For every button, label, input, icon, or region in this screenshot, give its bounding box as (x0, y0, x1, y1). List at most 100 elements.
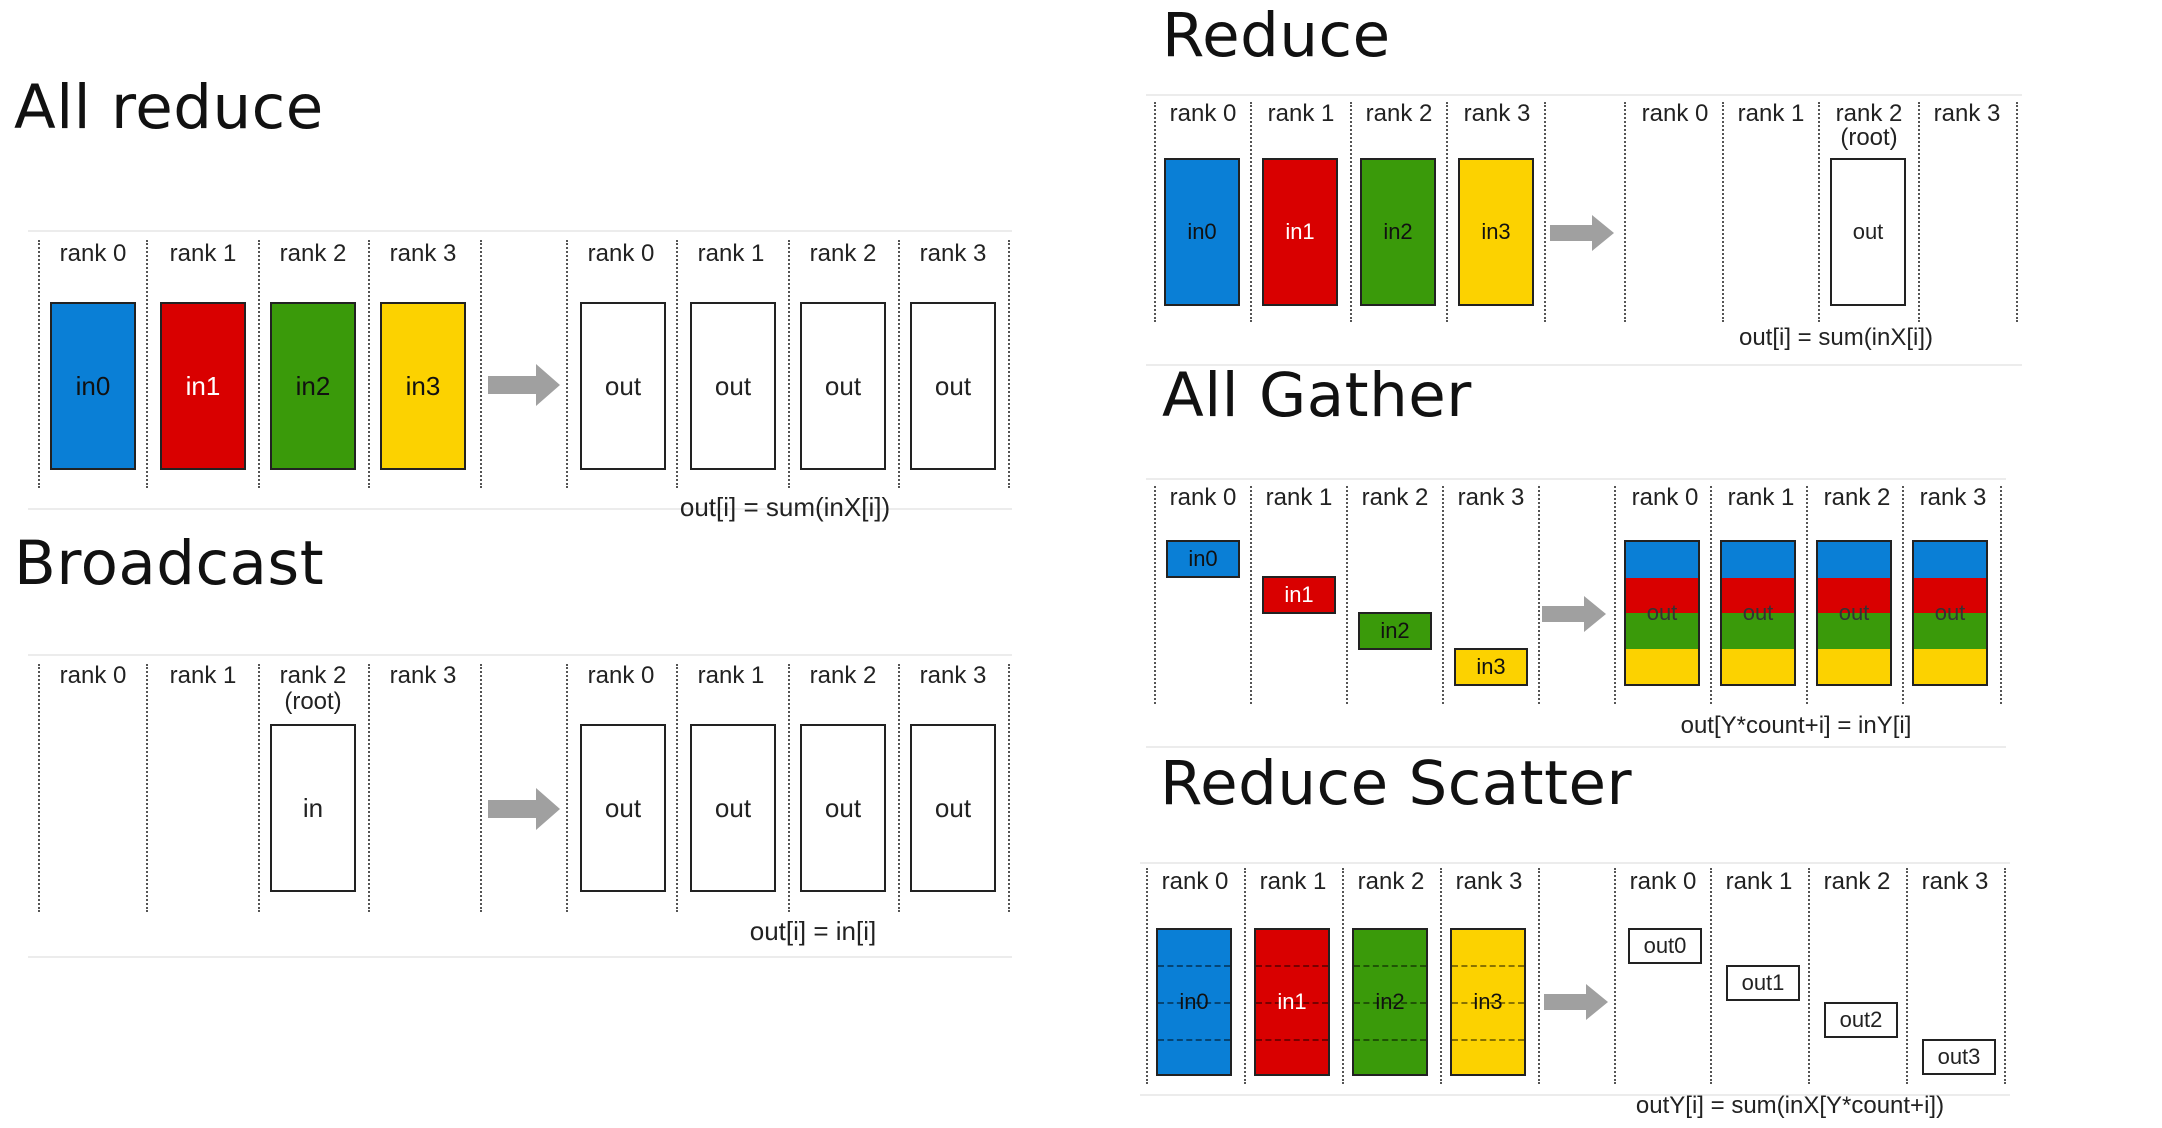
divider (38, 664, 40, 912)
rank-label: rank 3 (919, 662, 987, 689)
divider (676, 664, 678, 912)
input-buffer-in1: in1 (1262, 576, 1336, 614)
divider (1244, 868, 1246, 1084)
output-buffer-out0: out0 (1628, 928, 1702, 964)
formula: outY[i] = sum(inX[Y*count+i]) (1635, 1092, 1945, 1119)
output-label: out (1838, 600, 1870, 625)
output-buffer-gathered: out (1912, 540, 1988, 686)
divider (1624, 102, 1626, 322)
all-reduce-title: All reduce (14, 72, 324, 143)
rank-label: rank 0 (587, 662, 655, 689)
divider (1538, 486, 1540, 704)
rank-label: rank 1 (169, 240, 237, 267)
input-buffer-in1: in1 (1262, 158, 1338, 306)
divider (566, 240, 568, 488)
rank-label: rank 1 (697, 240, 765, 267)
output-buffer: out (580, 724, 666, 892)
divider (368, 240, 370, 488)
rank-label: rank 0 (1641, 100, 1709, 127)
arrow-icon (488, 788, 560, 830)
rank-label: rank 0 (587, 240, 655, 267)
rank-label: rank 0 (59, 662, 127, 689)
rank-label: rank 3 (919, 240, 987, 267)
divider (898, 240, 900, 488)
rank-label: rank 3 (389, 240, 457, 267)
divider (1818, 102, 1820, 322)
all-gather-title: All Gather (1162, 360, 1472, 431)
rank-label: rank 1 (1259, 868, 1327, 895)
input-buffer-in3: in3 (1454, 648, 1528, 686)
input-buffer-in2: in2 (1358, 612, 1432, 650)
rank-label: rank 2 (279, 662, 347, 689)
divider (1346, 486, 1348, 704)
input-buffer-in3: in3 (1450, 928, 1526, 1076)
rank-label: rank 2 (809, 662, 877, 689)
rank-label: rank 0 (1631, 484, 1699, 511)
reduce-scatter-panel: rank 0 rank 1 rank 2 rank 3 rank 0 rank … (1140, 862, 2010, 1096)
divider (1008, 664, 1010, 912)
output-buffer: out (910, 302, 996, 470)
divider (788, 664, 790, 912)
arrow-icon (488, 364, 560, 406)
reduce-panel: rank 0 rank 1 rank 2 rank 3 rank 0 rank … (1146, 94, 2022, 366)
output-buffer-gathered: out (1624, 540, 1700, 686)
input-buffer-in0: in0 (1166, 540, 1240, 578)
all-gather-panel: rank 0 rank 1 rank 2 rank 3 rank 0 rank … (1146, 478, 2006, 748)
rank-label: rank 2 (279, 240, 347, 267)
rank-label: rank 0 (1169, 484, 1237, 511)
divider (1538, 868, 1540, 1084)
rank-label: rank 0 (59, 240, 127, 267)
output-label: out (1742, 600, 1774, 625)
divider (2004, 868, 2006, 1084)
divider (1350, 102, 1352, 322)
divider (2000, 486, 2002, 704)
divider (1250, 102, 1252, 322)
divider (1710, 868, 1712, 1084)
rank-label: rank 2 (1835, 100, 1903, 127)
input-buffer-in0: in0 (1164, 158, 1240, 306)
divider (146, 664, 148, 912)
output-label: out (1646, 600, 1678, 625)
divider (368, 664, 370, 912)
divider (1902, 486, 1904, 704)
formula: out[i] = sum(inX[i]) (1738, 324, 1934, 351)
divider (1614, 486, 1616, 704)
input-buffer-in0: in0 (50, 302, 136, 470)
output-buffer-out3: out3 (1922, 1039, 1996, 1075)
broadcast-title: Broadcast (14, 528, 325, 599)
rank-label: rank 2 (1365, 100, 1433, 127)
rank-label: rank 1 (1727, 484, 1795, 511)
arrow-icon (1544, 984, 1608, 1020)
input-buffer-in1: in1 (1254, 928, 1330, 1076)
input-buffer-in3: in3 (1458, 158, 1534, 306)
divider (1008, 240, 1010, 488)
rank-label: rank 3 (1455, 868, 1523, 895)
divider (1342, 868, 1344, 1084)
input-buffer-in2: in2 (1360, 158, 1436, 306)
divider (1710, 486, 1712, 704)
output-buffer-out1: out1 (1726, 965, 1800, 1001)
divider (1146, 868, 1148, 1084)
rank-label: rank 2 (1823, 868, 1891, 895)
rank-label: rank 3 (1463, 100, 1531, 127)
rank-label: rank 1 (1725, 868, 1793, 895)
broadcast-panel: rank 0 rank 1 rank 2 (root) rank 3 rank … (28, 654, 1012, 958)
rank-label: rank 1 (169, 662, 237, 689)
divider (480, 240, 482, 488)
output-buffer-gathered: out (1816, 540, 1892, 686)
divider (258, 240, 260, 488)
divider (566, 664, 568, 912)
output-label: out (1934, 600, 1966, 625)
divider (1614, 868, 1616, 1084)
input-buffer-in1: in1 (160, 302, 246, 470)
output-buffer-gathered: out (1720, 540, 1796, 686)
divider (1722, 102, 1724, 322)
divider (898, 664, 900, 912)
input-buffer-in3: in3 (380, 302, 466, 470)
divider (1806, 486, 1808, 704)
input-buffer-root: in (270, 724, 356, 892)
formula: out[i] = in[i] (749, 916, 877, 946)
rank-label: rank 3 (1919, 484, 1987, 511)
formula: out[Y*count+i] = inY[i] (1680, 712, 1912, 739)
divider (1250, 486, 1252, 704)
